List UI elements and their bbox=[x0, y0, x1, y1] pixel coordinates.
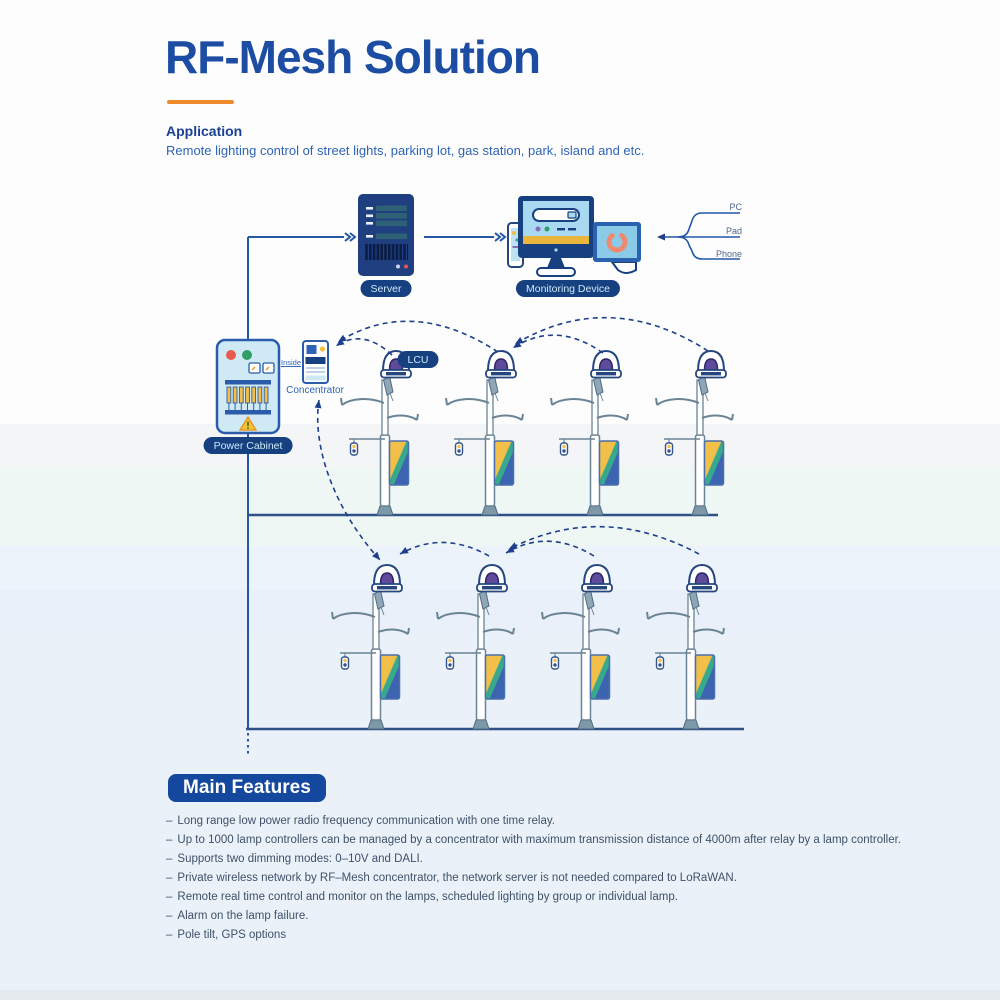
phone-label: Phone bbox=[715, 249, 742, 259]
monitoring-device-label: Monitoring Device bbox=[515, 280, 621, 297]
power-cabinet-icon bbox=[215, 338, 281, 435]
street-lamp-icon bbox=[541, 564, 620, 730]
laptop-icon bbox=[593, 222, 641, 274]
bullet: – bbox=[166, 891, 173, 903]
feature-item: –Private wireless network by RF–Mesh con… bbox=[166, 872, 926, 884]
inside-label: Inside bbox=[281, 358, 302, 367]
concentrator-label: Concentrator bbox=[286, 385, 344, 396]
main-features-list: –Long range low power radio frequency co… bbox=[166, 815, 926, 948]
bullet: – bbox=[166, 853, 173, 865]
feature-text: Long range low power radio frequency com… bbox=[177, 815, 555, 827]
bullet: – bbox=[166, 834, 173, 846]
feature-item: –Pole tilt, GPS options bbox=[166, 929, 926, 941]
feature-text: Remote real time control and monitor on … bbox=[177, 891, 678, 903]
warning-triangle-icon bbox=[238, 415, 258, 431]
feature-text: Supports two dimming modes: 0–10V and DA… bbox=[177, 853, 423, 865]
client-brace bbox=[659, 212, 740, 260]
bullet: – bbox=[166, 872, 173, 884]
monitoring-device-group bbox=[507, 196, 641, 277]
street-lamp-row-bottom bbox=[331, 564, 725, 730]
street-lamp-row-top bbox=[340, 350, 734, 516]
concentrator-icon bbox=[302, 340, 329, 384]
server-icon bbox=[358, 194, 414, 276]
street-lamp-icon bbox=[550, 350, 629, 516]
arrowheads bbox=[344, 232, 507, 242]
bullet: – bbox=[166, 815, 173, 827]
bullet: – bbox=[166, 910, 173, 922]
feature-text: Up to 1000 lamp controllers can be manag… bbox=[177, 834, 901, 846]
street-lamp-icon bbox=[445, 350, 524, 516]
feature-item: –Alarm on the lamp failure. bbox=[166, 910, 926, 922]
feature-item: –Remote real time control and monitor on… bbox=[166, 891, 926, 903]
feature-item: –Supports two dimming modes: 0–10V and D… bbox=[166, 853, 926, 865]
main-features-heading: Main Features bbox=[168, 774, 326, 802]
page-title: RF-Mesh Solution bbox=[165, 31, 541, 83]
street-lamp-icon bbox=[331, 564, 410, 730]
application-heading: Application bbox=[166, 123, 243, 139]
feature-item: –Up to 1000 lamp controllers can be mana… bbox=[166, 834, 926, 846]
lcu-label: LCU bbox=[397, 351, 439, 368]
pad-label: Pad bbox=[725, 226, 742, 236]
server-label: Server bbox=[360, 280, 412, 297]
monitor-icon bbox=[518, 196, 594, 277]
street-lamp-icon bbox=[646, 564, 725, 730]
street-lamp-icon bbox=[655, 350, 734, 516]
application-text: Remote lighting control of street lights… bbox=[166, 143, 645, 158]
bullet: – bbox=[166, 929, 173, 941]
pc-label: PC bbox=[729, 202, 742, 212]
title-accent-rule bbox=[167, 100, 234, 104]
power-cabinet-label: Power Cabinet bbox=[203, 437, 293, 454]
feature-text: Alarm on the lamp failure. bbox=[177, 910, 309, 922]
feature-text: Pole tilt, GPS options bbox=[177, 929, 287, 941]
feature-text: Private wireless network by RF–Mesh conc… bbox=[177, 872, 737, 884]
street-lamp-icon bbox=[340, 350, 419, 516]
street-lamp-icon bbox=[436, 564, 515, 730]
feature-item: –Long range low power radio frequency co… bbox=[166, 815, 926, 827]
